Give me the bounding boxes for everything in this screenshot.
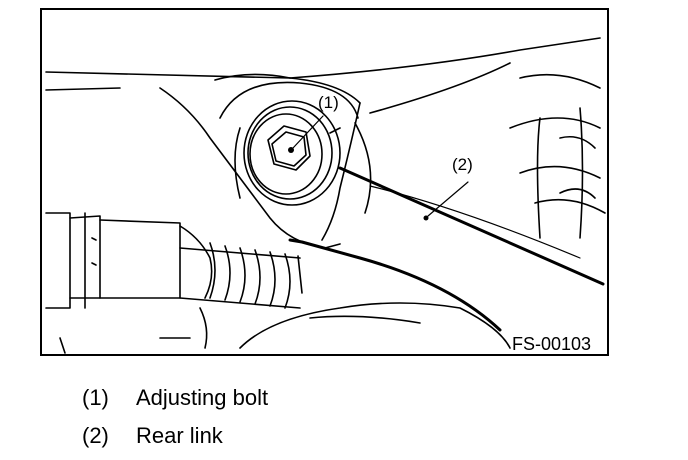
figure-code: FS-00103: [512, 334, 591, 354]
line-drawing: [45, 37, 606, 354]
callout-2-dot: [423, 215, 429, 221]
legend-number: (2): [82, 423, 109, 448]
legend-item: (2) Rear link: [82, 422, 482, 460]
legend-text: Rear link: [136, 423, 223, 448]
legend-item: (1) Adjusting bolt: [82, 384, 482, 422]
legend: (1) Adjusting bolt (2) Rear link: [82, 384, 482, 460]
legend-number: (1): [82, 385, 109, 410]
callout-1-label: (1): [318, 93, 339, 112]
illustration-figure: (1) (2) FS-00103: [40, 8, 609, 356]
figure-frame: [40, 8, 609, 356]
legend-text: Adjusting bolt: [136, 385, 269, 410]
callout-2-label: (2): [452, 155, 473, 174]
